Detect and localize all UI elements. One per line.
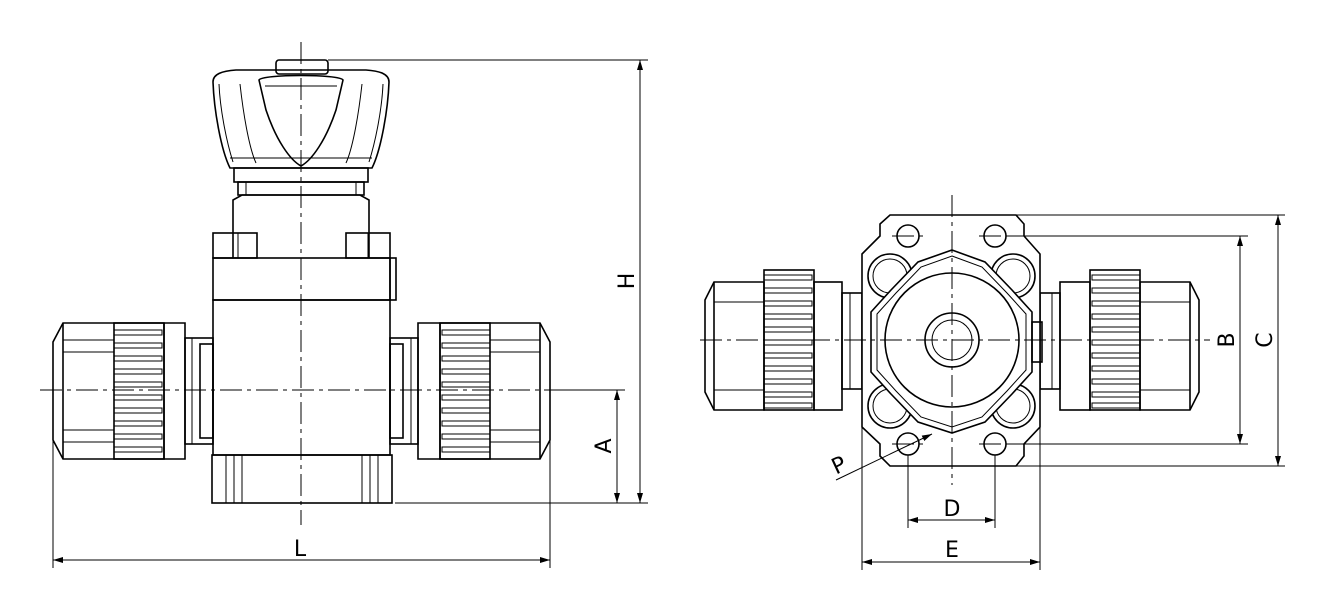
dimension-e-label: E — [945, 538, 959, 563]
dimension-p-label: P — [828, 452, 851, 480]
dimension-h: H — [615, 60, 643, 503]
front-body — [212, 232, 397, 456]
dimension-l: L — [53, 537, 550, 563]
front-left-nut — [52, 322, 186, 460]
dimension-b-label: B — [1215, 332, 1240, 347]
dimension-c: C — [1253, 215, 1281, 466]
front-left-nipple — [184, 337, 214, 445]
dimension-a-label: A — [592, 438, 617, 453]
front-right-nipple — [389, 337, 419, 445]
dimension-d: D — [908, 497, 995, 523]
front-base — [211, 454, 393, 504]
dimension-h-label: H — [615, 273, 640, 290]
front-right-nut — [417, 322, 551, 460]
dimension-e: E — [862, 538, 1040, 565]
front-view: H A L — [40, 42, 648, 568]
dimension-d-label: D — [944, 497, 961, 522]
dimension-a: A — [592, 390, 620, 503]
side-mounting-holes — [892, 224, 1011, 456]
dimension-l-label: L — [294, 537, 307, 562]
side-view: B C D E P — [700, 195, 1285, 570]
dimension-b: B — [1215, 236, 1243, 444]
dimension-c-label: C — [1253, 332, 1278, 347]
